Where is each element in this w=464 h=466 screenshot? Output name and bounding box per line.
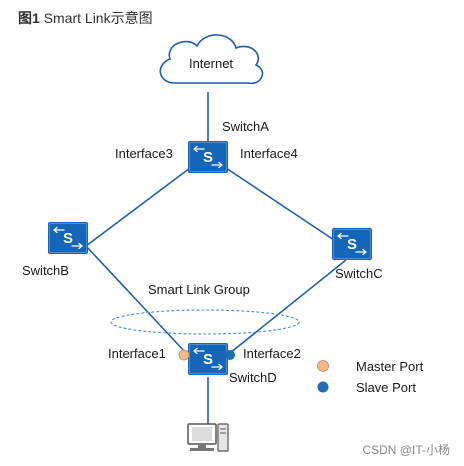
legend-master-swatch xyxy=(317,360,329,372)
switch-d-label: SwitchD xyxy=(229,370,277,385)
figure-caption: 图1 Smart Link示意图 xyxy=(18,8,153,28)
switch-c xyxy=(331,227,373,261)
switch-d xyxy=(187,342,229,376)
switch-a-label: SwitchA xyxy=(222,119,269,134)
link-switcha-switchb xyxy=(85,167,191,247)
smart-link-group-label: Smart Link Group xyxy=(148,282,250,297)
slave-port-marker xyxy=(225,350,235,360)
interface1-label: Interface1 xyxy=(108,346,166,361)
link-switchb-switchd xyxy=(85,245,187,354)
legend-slave-label: Slave Port xyxy=(356,380,416,395)
cloud-label: Internet xyxy=(189,56,233,71)
switch-b xyxy=(47,221,89,255)
interface2-label: Interface2 xyxy=(243,346,301,361)
smart-link-group-ellipse xyxy=(110,309,300,335)
interface4-label: Interface4 xyxy=(240,146,298,161)
switch-b-label: SwitchB xyxy=(22,263,69,278)
legend-master-label: Master Port xyxy=(356,359,424,374)
switch-icon xyxy=(47,221,89,255)
figure-title: Smart Link示意图 xyxy=(43,10,153,26)
switch-icon xyxy=(187,342,229,376)
switch-icon xyxy=(331,227,373,261)
watermark: CSDN @IT-小杨 xyxy=(362,443,450,457)
master-port-marker xyxy=(178,349,190,361)
legend: Master Port Slave Port xyxy=(317,359,424,395)
pc-icon xyxy=(187,423,229,452)
figure-number: 图1 xyxy=(18,10,40,26)
switch-icon xyxy=(187,140,229,174)
switch-a xyxy=(187,140,229,174)
legend-slave-swatch xyxy=(317,381,329,393)
link-switcha-switchc xyxy=(225,167,335,241)
link-switchc-switchd xyxy=(229,259,347,354)
cloud-icon: Internet xyxy=(159,34,264,85)
switch-c-label: SwitchC xyxy=(335,266,383,281)
interface3-label: Interface3 xyxy=(115,146,173,161)
